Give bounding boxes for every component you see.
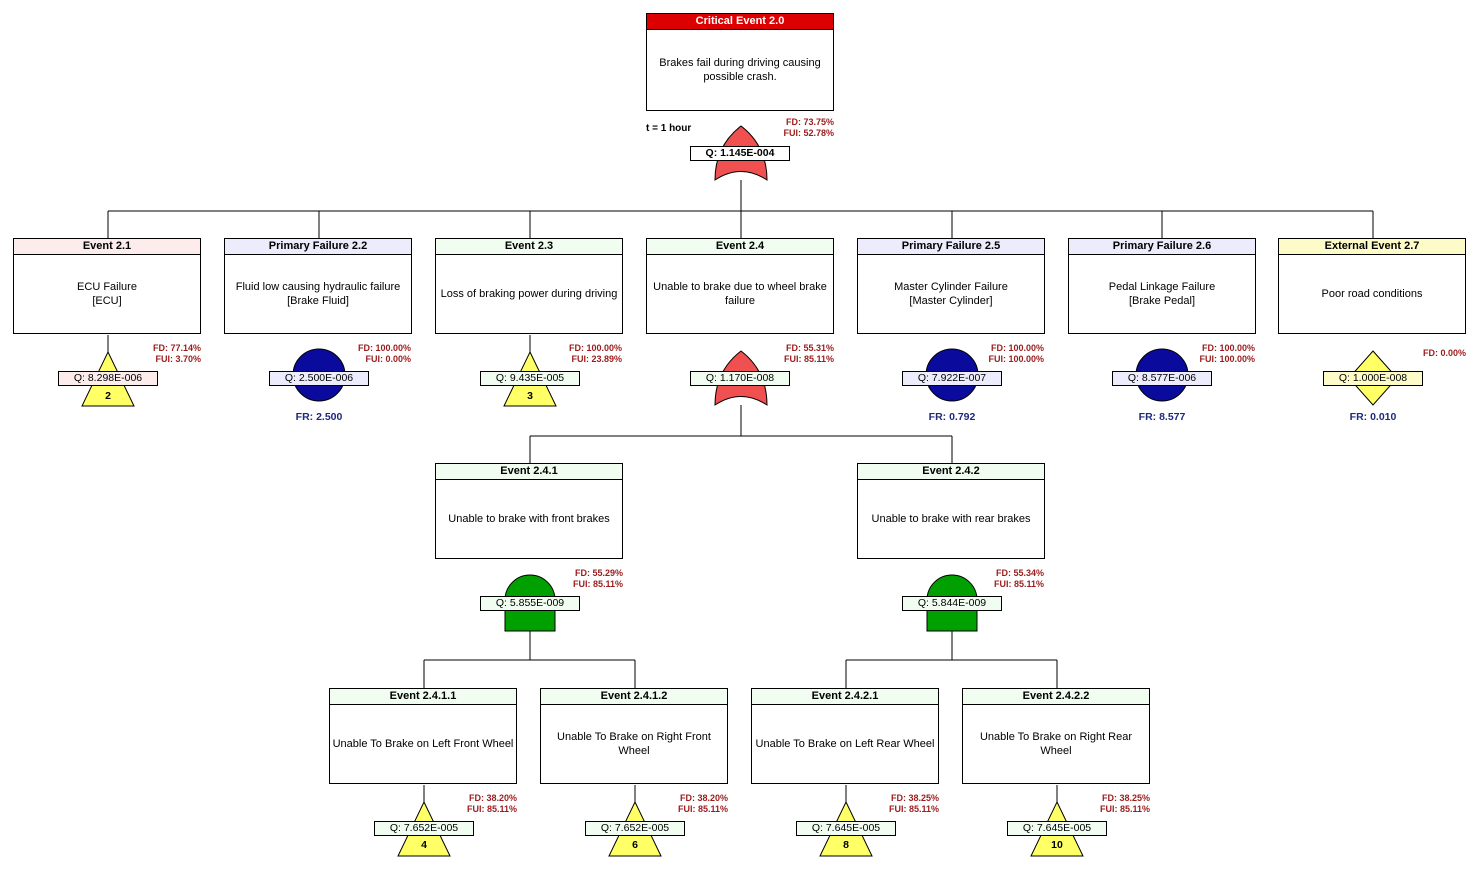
- fd-fui-label: FD: 38.25%FUI: 85.11%: [888, 793, 939, 814]
- node-event-2-4-2[interactable]: Event 2.4.2 Unable to brake with rear br…: [857, 463, 1045, 559]
- node-event-2-4-1-2[interactable]: Event 2.4.1.2 Unable To Brake on Right F…: [540, 688, 728, 784]
- probability-label: Q: 5.855E-009: [480, 596, 580, 611]
- node-header: External Event 2.7: [1279, 239, 1465, 255]
- fd-fui-label: FD: 77.14%FUI: 3.70%: [152, 343, 201, 364]
- fd-fui-label: FD: 55.34%FUI: 85.11%: [993, 568, 1044, 589]
- node-header: Event 2.4.1.2: [541, 689, 727, 705]
- probability-label: Q: 2.500E-006: [269, 371, 369, 386]
- node-description: Loss of braking power during driving: [440, 288, 618, 300]
- fd-fui-label: FD: 38.25%FUI: 85.11%: [1099, 793, 1150, 814]
- probability-label: Q: 5.844E-009: [902, 596, 1002, 611]
- node-header: Primary Failure 2.6: [1069, 239, 1255, 255]
- fd-fui-label: FD: 100.00%FUI: 100.00%: [988, 343, 1044, 364]
- probability-label: Q: 1.000E-008: [1323, 371, 1423, 386]
- node-event-2-3[interactable]: Event 2.3 Loss of braking power during d…: [435, 238, 623, 334]
- node-description: Unable To Brake on Left Front Wheel: [332, 738, 514, 750]
- time-label: t = 1 hour: [646, 123, 692, 134]
- node-description: Unable To Brake on Right Rear Wheel: [979, 731, 1133, 757]
- fd-fui-label: FD: 38.20%FUI: 85.11%: [466, 793, 517, 814]
- fd-fui-label: FD: 73.75%FUI: 52.78%: [783, 117, 834, 138]
- probability-label: Q: 7.652E-005: [585, 821, 685, 836]
- node-header: Event 2.1: [14, 239, 200, 255]
- fd-label: FD: 0.00%: [1422, 348, 1466, 358]
- node-event-2-4[interactable]: Event 2.4 Unable to brake due to wheel b…: [646, 238, 834, 334]
- node-description: Unable to brake with rear brakes: [871, 513, 1031, 525]
- transfer-number[interactable]: 4: [421, 839, 427, 851]
- probability-label: Q: 9.435E-005: [480, 371, 580, 386]
- transfer-number[interactable]: 10: [1051, 839, 1063, 851]
- node-header: Event 2.4.2.2: [963, 689, 1149, 705]
- probability-label: Q: 7.922E-007: [902, 371, 1002, 386]
- fd-fui-label: FD: 55.29%FUI: 85.11%: [572, 568, 623, 589]
- transfer-number[interactable]: 6: [632, 839, 638, 851]
- node-header: Primary Failure 2.5: [858, 239, 1044, 255]
- node-description: Unable To Brake on Right Front Wheel: [557, 731, 711, 757]
- fd-fui-label: FD: 55.31%FUI: 85.11%: [783, 343, 834, 364]
- node-header: Event 2.4: [647, 239, 833, 255]
- fd-fui-label: FD: 100.00%FUI: 23.89%: [568, 343, 622, 364]
- node-primary-failure-2-6[interactable]: Primary Failure 2.6 Pedal Linkage Failur…: [1068, 238, 1256, 334]
- node-event-2-4-2-1[interactable]: Event 2.4.2.1 Unable To Brake on Left Re…: [751, 688, 939, 784]
- node-external-event-2-7[interactable]: External Event 2.7 Poor road conditions: [1278, 238, 1466, 334]
- fd-fui-label: FD: 38.20%FUI: 85.11%: [677, 793, 728, 814]
- node-critical-event-2-0[interactable]: Critical Event 2.0 Brakes fail during dr…: [646, 13, 834, 111]
- node-event-2-4-1[interactable]: Event 2.4.1 Unable to brake with front b…: [435, 463, 623, 559]
- node-event-2-4-1-1[interactable]: Event 2.4.1.1 Unable To Brake on Left Fr…: [329, 688, 517, 784]
- node-description: Unable to brake with front brakes: [448, 513, 610, 525]
- probability-label: Q: 8.577E-006: [1112, 371, 1212, 386]
- node-description: Brakes fail during driving causing possi…: [649, 30, 831, 110]
- node-header: Event 2.4.2: [858, 464, 1044, 480]
- node-description: Unable To Brake on Left Rear Wheel: [755, 738, 935, 750]
- failure-rate-label: FR: 0.792: [928, 411, 976, 423]
- transfer-number[interactable]: 3: [527, 390, 533, 402]
- probability-label: Q: 7.652E-005: [374, 821, 474, 836]
- node-header: Event 2.4.1: [436, 464, 622, 480]
- node-description: ECU Failure[ECU]: [77, 281, 137, 307]
- node-header: Event 2.4.1.1: [330, 689, 516, 705]
- desc-line: possible crash.: [703, 71, 777, 83]
- node-header: Event 2.3: [436, 239, 622, 255]
- probability-label: Q: 8.298E-006: [58, 371, 158, 386]
- failure-rate-label: FR: 0.010: [1349, 411, 1397, 423]
- node-header: Primary Failure 2.2: [225, 239, 411, 255]
- gate-symbols: [81, 125, 1398, 857]
- probability-label: Q: 7.645E-005: [1007, 821, 1107, 836]
- node-description: Pedal Linkage Failure[Brake Pedal]: [1108, 281, 1216, 307]
- node-event-2-4-2-2[interactable]: Event 2.4.2.2 Unable To Brake on Right R…: [962, 688, 1150, 784]
- node-header: Event 2.4.2.1: [752, 689, 938, 705]
- node-header: Critical Event 2.0: [647, 14, 833, 30]
- node-description: Fluid low causing hydraulic failure[Brak…: [235, 281, 401, 307]
- failure-rate-label: FR: 8.577: [1138, 411, 1186, 423]
- probability-label: Q: 1.145E-004: [690, 146, 790, 161]
- probability-label: Q: 7.645E-005: [796, 821, 896, 836]
- node-description: Master Cylinder Failure[Master Cylinder]: [894, 281, 1008, 307]
- transfer-number[interactable]: 8: [843, 839, 849, 851]
- desc-line: Brakes fail during driving causing: [659, 57, 821, 69]
- node-primary-failure-2-5[interactable]: Primary Failure 2.5 Master Cylinder Fail…: [857, 238, 1045, 334]
- fd-fui-label: FD: 100.00%FUI: 0.00%: [357, 343, 411, 364]
- probability-label: Q: 1.170E-008: [690, 371, 790, 386]
- transfer-number[interactable]: 2: [105, 390, 111, 402]
- failure-rate-label: FR: 2.500: [295, 411, 343, 423]
- fd-fui-label: FD: 100.00%FUI: 100.00%: [1199, 343, 1255, 364]
- node-event-2-1[interactable]: Event 2.1 ECU Failure[ECU]: [13, 238, 201, 334]
- node-description: Poor road conditions: [1321, 288, 1423, 300]
- node-primary-failure-2-2[interactable]: Primary Failure 2.2 Fluid low causing hy…: [224, 238, 412, 334]
- connector-lines: [107, 180, 1374, 802]
